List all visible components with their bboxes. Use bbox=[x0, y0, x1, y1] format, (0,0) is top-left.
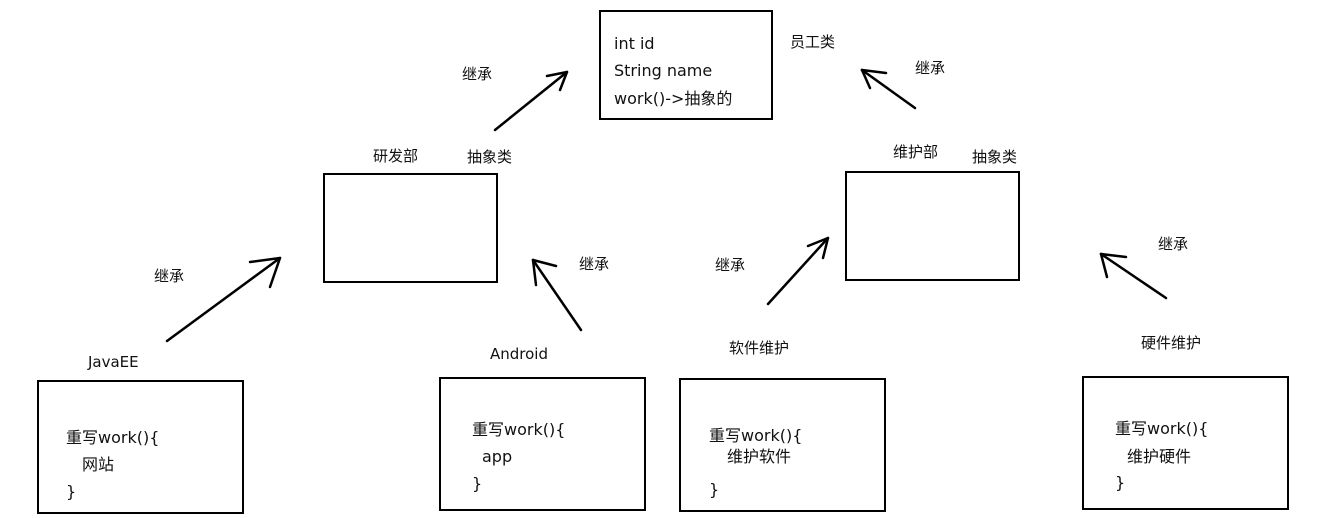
inherit-label: 继承 bbox=[915, 59, 946, 77]
inherit-label: 继承 bbox=[462, 65, 493, 83]
inherit-arrow-javaee-to-rd bbox=[165, 256, 282, 343]
maint-abstract-label: 抽象类 bbox=[972, 148, 1018, 166]
inherit-label: 继承 bbox=[715, 256, 746, 274]
employee-class-label: 员工类 bbox=[790, 33, 836, 51]
inherit-arrow-android-to-rd bbox=[531, 258, 583, 332]
rd-label: 研发部 bbox=[373, 147, 419, 165]
hardware-class-box: 重写work(){ 维护硬件 } bbox=[1082, 376, 1289, 510]
software-override-line: 重写work(){ bbox=[709, 426, 803, 445]
javaee-body-line: 网站 bbox=[82, 455, 115, 474]
software-label: 软件维护 bbox=[729, 339, 790, 357]
android-label: Android bbox=[490, 345, 548, 363]
javaee-label: JavaEE bbox=[88, 353, 139, 371]
software-class-box: 重写work(){ 维护软件 } bbox=[679, 378, 886, 512]
rd-class-box bbox=[323, 173, 498, 283]
inherit-label: 继承 bbox=[579, 255, 610, 273]
inherit-arrow-maint-to-employee bbox=[860, 68, 917, 110]
software-close-brace: } bbox=[709, 480, 720, 499]
maint-label: 维护部 bbox=[893, 143, 939, 161]
javaee-override-line: 重写work(){ bbox=[66, 428, 160, 447]
inherit-arrow-software-to-maint bbox=[766, 236, 830, 306]
hardware-body-line: 维护硬件 bbox=[1127, 447, 1192, 466]
android-override-line: 重写work(){ bbox=[472, 420, 566, 439]
hardware-override-line: 重写work(){ bbox=[1115, 419, 1209, 438]
javaee-close-brace: } bbox=[66, 482, 77, 501]
hardware-close-brace: } bbox=[1115, 473, 1126, 492]
employee-method-work: work()->抽象的 bbox=[614, 89, 733, 108]
employee-field-name: String name bbox=[614, 61, 713, 80]
rd-abstract-label: 抽象类 bbox=[467, 148, 513, 166]
android-body-line: app bbox=[482, 447, 513, 466]
software-body-line: 维护软件 bbox=[727, 447, 792, 466]
employee-class-box: int id String name work()->抽象的 bbox=[599, 10, 773, 120]
inherit-label: 继承 bbox=[154, 267, 185, 285]
hardware-label: 硬件维护 bbox=[1141, 334, 1202, 352]
employee-field-id: int id bbox=[614, 34, 655, 53]
inherit-arrow-hardware-to-maint bbox=[1099, 252, 1168, 300]
android-class-box: 重写work(){ app } bbox=[439, 377, 646, 511]
inherit-arrow-rd-to-employee bbox=[493, 70, 569, 132]
android-close-brace: } bbox=[472, 474, 483, 493]
javaee-class-box: 重写work(){ 网站 } bbox=[37, 380, 244, 514]
maint-class-box bbox=[845, 171, 1020, 281]
inherit-label: 继承 bbox=[1158, 235, 1189, 253]
